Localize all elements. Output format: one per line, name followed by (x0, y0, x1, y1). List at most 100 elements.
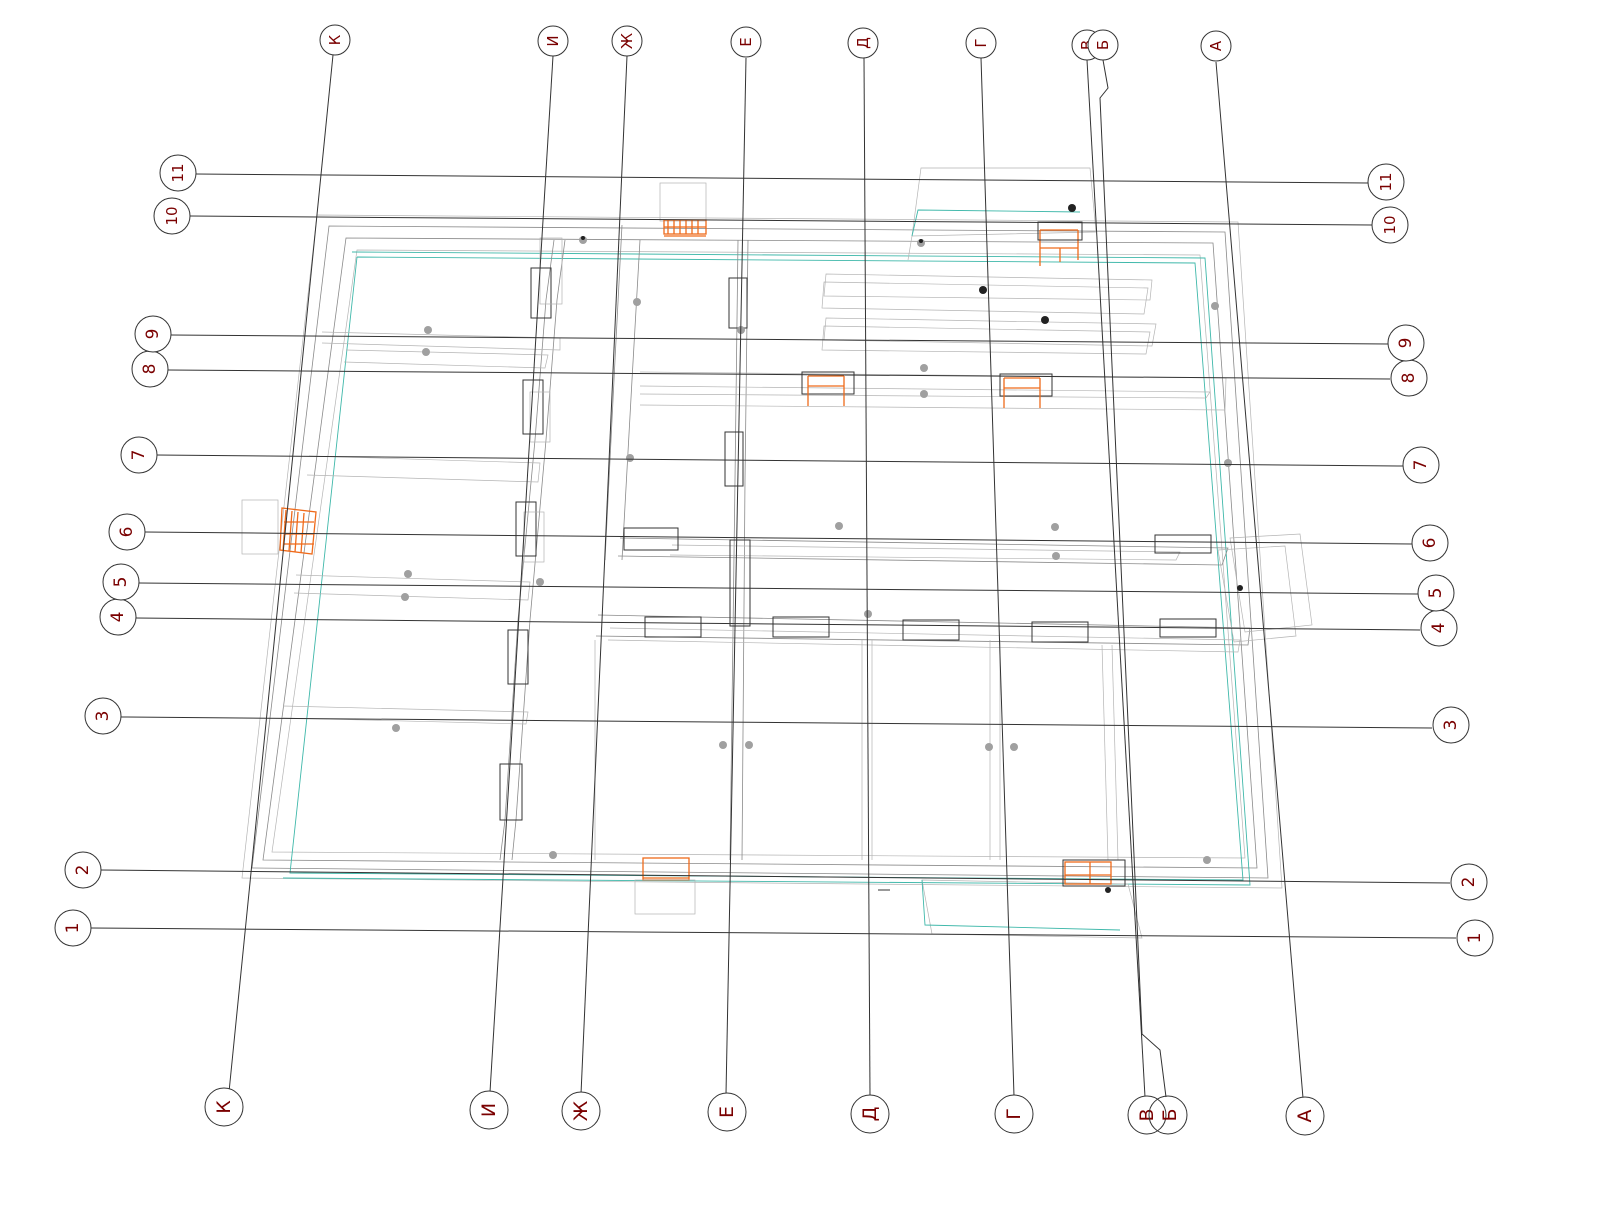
axis-line-2 (99, 869, 1451, 884)
axis-label: Ж (570, 1100, 592, 1121)
axis-bubble-5-right: 5 (1417, 574, 1455, 612)
axis-line-3 (120, 716, 1433, 729)
axis-bubble-G-bottom: Г (994, 1094, 1034, 1134)
axis-bubble-3-left: 3 (84, 697, 122, 735)
axis-bubble-I-bottom: И (469, 1090, 509, 1130)
axis-label: 8 (1399, 373, 1419, 384)
axis-label: А (1294, 1110, 1316, 1123)
axis-label: Г (1003, 1108, 1025, 1120)
axis-label: К (326, 34, 344, 45)
axis-bubble-11-right: 11 (1367, 163, 1405, 201)
axis-line-7 (155, 454, 1404, 467)
axis-bubble-4-right: 4 (1420, 609, 1458, 647)
axis-bubble-4-left: 4 (99, 598, 137, 636)
axis-line-11 (195, 173, 1369, 184)
axis-bubble-10-left: 10 (153, 197, 191, 235)
axis-bubble-D-bottom: Д (850, 1094, 890, 1134)
axis-line-D (863, 57, 871, 1097)
survey-points (392, 204, 1243, 893)
axis-bubble-A-bottom: А (1285, 1096, 1325, 1136)
axis-label: 10 (163, 206, 181, 225)
axis-label: И (544, 35, 562, 46)
axis-label: 5 (1426, 588, 1446, 599)
axis-label: 1 (63, 923, 83, 934)
axis-bubble-9-left: 9 (134, 315, 172, 353)
axis-label: 6 (1420, 538, 1440, 549)
axis-label: Б (1159, 1108, 1181, 1121)
number-axis-bubbles-right: 1 2 3 4 5 6 7 8 9 10 11 (1367, 163, 1494, 957)
axis-bubble-9-right: 9 (1387, 324, 1425, 362)
axis-bubble-E-bottom: Е (707, 1092, 747, 1132)
axis-label: 2 (1459, 877, 1479, 888)
number-axis-lines (89, 173, 1457, 939)
axis-line-Zh (580, 55, 628, 1095)
axis-bubble-11-left: 11 (159, 154, 197, 192)
axis-bubble-1-right: 1 (1456, 919, 1494, 957)
axis-label: 3 (1441, 720, 1461, 731)
letter-axis-bubbles-top: К И Ж Е Д Г В Б А (319, 24, 1232, 62)
axis-line-G (980, 57, 1015, 1097)
axis-label: Б (1094, 40, 1112, 50)
axis-label: 8 (140, 364, 160, 375)
axis-label: 10 (1381, 215, 1399, 234)
axis-label: К (213, 1100, 235, 1114)
axis-label: Е (716, 1106, 738, 1118)
axis-bubble-K-top: К (319, 24, 351, 56)
axis-label: 7 (1411, 460, 1431, 471)
number-axis-bubbles-left: 1 2 3 4 5 6 7 8 9 10 11 (54, 154, 197, 947)
axis-bubble-7-right: 7 (1402, 446, 1440, 484)
axis-bubble-A-top: А (1200, 30, 1232, 62)
axis-label: 4 (1429, 623, 1449, 634)
axis-line-E (725, 57, 747, 1095)
axis-bubble-V-bottom: В (1127, 1095, 1167, 1135)
axis-bubble-5-left: 5 (102, 563, 140, 601)
axis-bubble-Zh-bottom: Ж (561, 1091, 601, 1131)
axis-label: А (1207, 40, 1225, 51)
axis-label: 1 (1465, 933, 1485, 944)
axis-label: 2 (73, 865, 93, 876)
axis-label: В (1136, 1108, 1158, 1121)
axis-label: Д (859, 1107, 881, 1122)
axis-bubble-3-right: 3 (1432, 706, 1470, 744)
axis-line-10 (189, 215, 1373, 226)
axis-bubble-K-bottom: К (204, 1087, 244, 1127)
axis-label: Г (972, 38, 990, 47)
axis-line-6 (144, 531, 1413, 545)
axis-label: 3 (93, 711, 113, 722)
axis-label: 5 (111, 577, 131, 588)
axis-bubble-2-left: 2 (64, 851, 102, 889)
axis-label: В (1078, 40, 1096, 50)
axis-label: 6 (117, 527, 137, 538)
axis-bubble-10-right: 10 (1371, 206, 1409, 244)
openings (241, 182, 1126, 915)
letter-axis-bubbles-bottom: К И Ж Е Д Г В Б А (204, 1087, 1325, 1136)
axis-label: И (478, 1103, 500, 1117)
axis-bubble-D-top: Д (847, 27, 879, 59)
axis-line-9 (170, 334, 1389, 345)
axis-line-1 (89, 927, 1457, 939)
axis-line-I (489, 55, 554, 1093)
axis-line-4 (135, 617, 1421, 631)
axis-line-8 (167, 369, 1391, 380)
axis-line-A (1215, 61, 1304, 1099)
axis-bubble-6-right: 6 (1411, 524, 1449, 562)
axis-bubble-E-top: Е (730, 26, 762, 58)
axis-label: 9 (143, 329, 163, 340)
axis-bubble-Zh-top: Ж (611, 25, 643, 57)
axis-label: 4 (108, 612, 128, 623)
axis-label: 11 (1377, 172, 1395, 191)
axis-label: Ж (618, 33, 636, 49)
building-walls (241, 167, 1313, 939)
axis-line-K (228, 54, 334, 1093)
axis-line-V (1086, 59, 1146, 1098)
axis-bubble-I-top: И (537, 25, 569, 57)
axis-bubble-B-top: Б (1087, 29, 1119, 61)
axis-bubble-6-left: 6 (108, 513, 146, 551)
axis-bubble-1-left: 1 (54, 909, 92, 947)
axis-label: Д (854, 37, 872, 49)
axis-line-5 (138, 582, 1419, 595)
axis-label: 11 (169, 163, 187, 182)
axis-line-B (1099, 59, 1167, 1098)
